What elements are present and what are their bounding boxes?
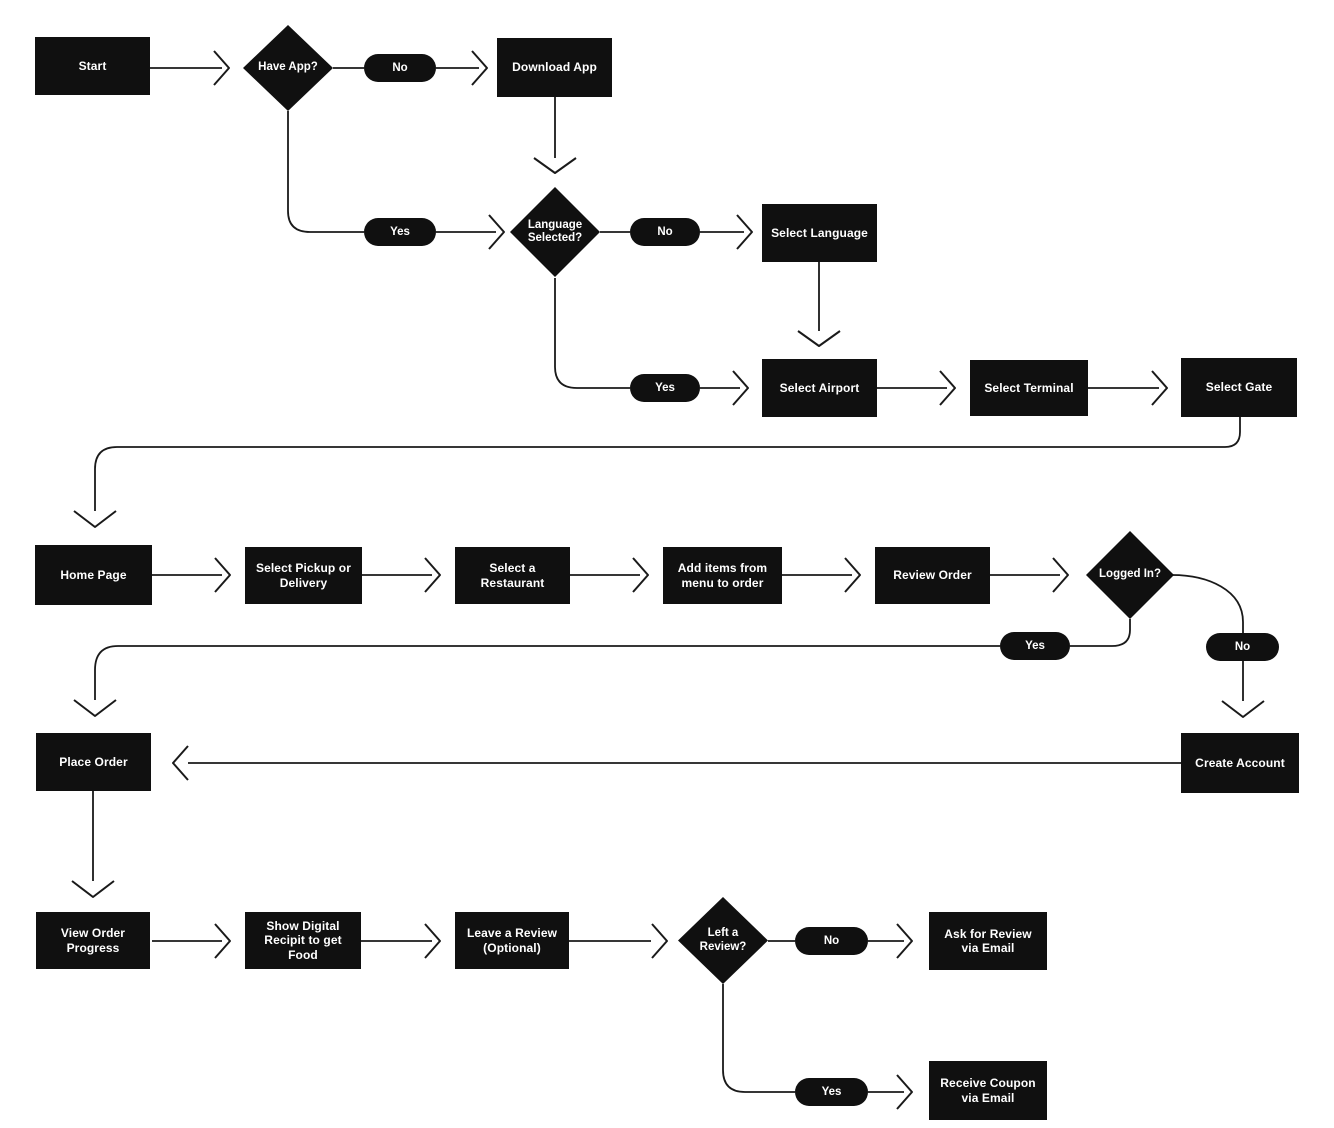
edge-download-app-to-language xyxy=(533,97,577,174)
arrowhead-right-icon xyxy=(214,557,231,593)
edge-select-pickup-to-select-restaurant xyxy=(362,557,441,593)
arrowhead-right-icon xyxy=(1151,370,1168,406)
node-leave-a-review: Leave a Review (Optional) xyxy=(455,912,569,969)
arrowhead-right-icon xyxy=(214,923,231,959)
node-select-pickup-or-delivery: Select Pickup or Delivery xyxy=(245,547,362,604)
arrowhead-right-icon xyxy=(844,557,861,593)
edge-select-gate-to-home-page xyxy=(73,417,1241,528)
node-start: Start xyxy=(35,37,150,95)
node-view-order-progress: View Order Progress xyxy=(36,912,150,969)
arrowhead-down-icon xyxy=(73,510,117,528)
edge-select-restaurant-to-add-items xyxy=(570,557,649,593)
edge-start-to-have-app xyxy=(150,50,230,86)
edge-no-to-create-account xyxy=(1221,661,1265,718)
arrowhead-right-icon xyxy=(732,370,749,406)
arrowhead-down-icon xyxy=(73,699,117,717)
node-download-app: Download App xyxy=(497,38,612,97)
edge-yes-to-language xyxy=(436,214,505,250)
edge-left-review-to-yes xyxy=(722,984,795,1093)
node-ask-for-review: Ask for Review via Email xyxy=(929,912,1047,970)
edge-label-yes: Yes xyxy=(364,218,436,246)
edge-select-airport-to-select-terminal xyxy=(877,370,956,406)
node-select-terminal: Select Terminal xyxy=(970,360,1088,416)
edge-view-order-to-show-receipt xyxy=(152,923,231,959)
node-home-page: Home Page xyxy=(35,545,152,605)
node-select-a-restaurant: Select a Restaurant xyxy=(455,547,570,604)
node-select-language: Select Language xyxy=(762,204,877,262)
arrowhead-right-icon xyxy=(896,923,913,959)
node-show-digital-receipt: Show Digital Recipit to get Food xyxy=(245,912,361,969)
node-receive-coupon: Receive Coupon via Email xyxy=(929,1061,1047,1120)
edge-select-terminal-to-select-gate xyxy=(1088,370,1168,406)
arrowhead-down-icon xyxy=(71,880,115,898)
edge-label-yes: Yes xyxy=(1000,632,1070,660)
edge-label-no: No xyxy=(630,218,700,246)
node-select-airport: Select Airport xyxy=(762,359,877,417)
arrowhead-right-icon xyxy=(632,557,649,593)
edge-leave-review-to-left-review xyxy=(569,923,668,959)
arrowhead-right-icon xyxy=(651,923,668,959)
edge-language-to-yes xyxy=(554,278,630,389)
arrowhead-right-icon xyxy=(736,214,753,250)
edge-have-app-to-yes xyxy=(287,111,364,233)
arrowhead-left-icon xyxy=(172,745,189,781)
edge-yes-to-place-order xyxy=(73,645,1000,717)
arrowhead-down-icon xyxy=(797,330,841,347)
node-select-gate: Select Gate xyxy=(1181,358,1297,417)
arrowhead-right-icon xyxy=(896,1074,913,1110)
node-review-order: Review Order xyxy=(875,547,990,604)
edge-label-yes: Yes xyxy=(795,1078,868,1106)
edge-yes-to-receive-coupon xyxy=(868,1074,913,1110)
edge-add-items-to-review-order xyxy=(782,557,861,593)
edge-home-page-to-select-pickup xyxy=(152,557,231,593)
arrowhead-right-icon xyxy=(488,214,505,250)
edge-review-order-to-logged-in xyxy=(990,557,1069,593)
edge-select-language-to-select-airport xyxy=(797,262,841,347)
edge-label-yes: Yes xyxy=(630,374,700,402)
arrowhead-right-icon xyxy=(471,50,488,86)
edge-label-no: No xyxy=(1206,633,1279,661)
edge-yes-to-select-airport xyxy=(700,370,749,406)
arrowhead-right-icon xyxy=(424,557,441,593)
edge-label-no: No xyxy=(795,927,868,955)
edge-logged-in-to-yes xyxy=(1070,619,1131,647)
node-create-account: Create Account xyxy=(1181,733,1299,793)
arrowhead-right-icon xyxy=(424,923,441,959)
arrowhead-down-icon xyxy=(533,157,577,174)
edge-no-to-ask-review xyxy=(868,923,913,959)
arrowhead-down-icon xyxy=(1221,700,1265,718)
edge-no-to-select-language xyxy=(700,214,753,250)
edge-label-no: No xyxy=(364,54,436,82)
edge-place-order-to-view-order xyxy=(71,791,115,898)
arrowhead-right-icon xyxy=(213,50,230,86)
edge-no-to-download-app xyxy=(436,50,488,86)
arrowhead-right-icon xyxy=(939,370,956,406)
node-place-order: Place Order xyxy=(36,733,151,791)
edge-logged-in-to-no xyxy=(1171,574,1244,633)
node-add-items-from-menu: Add items from menu to order xyxy=(663,547,782,604)
arrowhead-right-icon xyxy=(1052,557,1069,593)
edge-show-receipt-to-leave-review xyxy=(361,923,441,959)
edge-create-account-to-place-order xyxy=(172,745,1181,781)
